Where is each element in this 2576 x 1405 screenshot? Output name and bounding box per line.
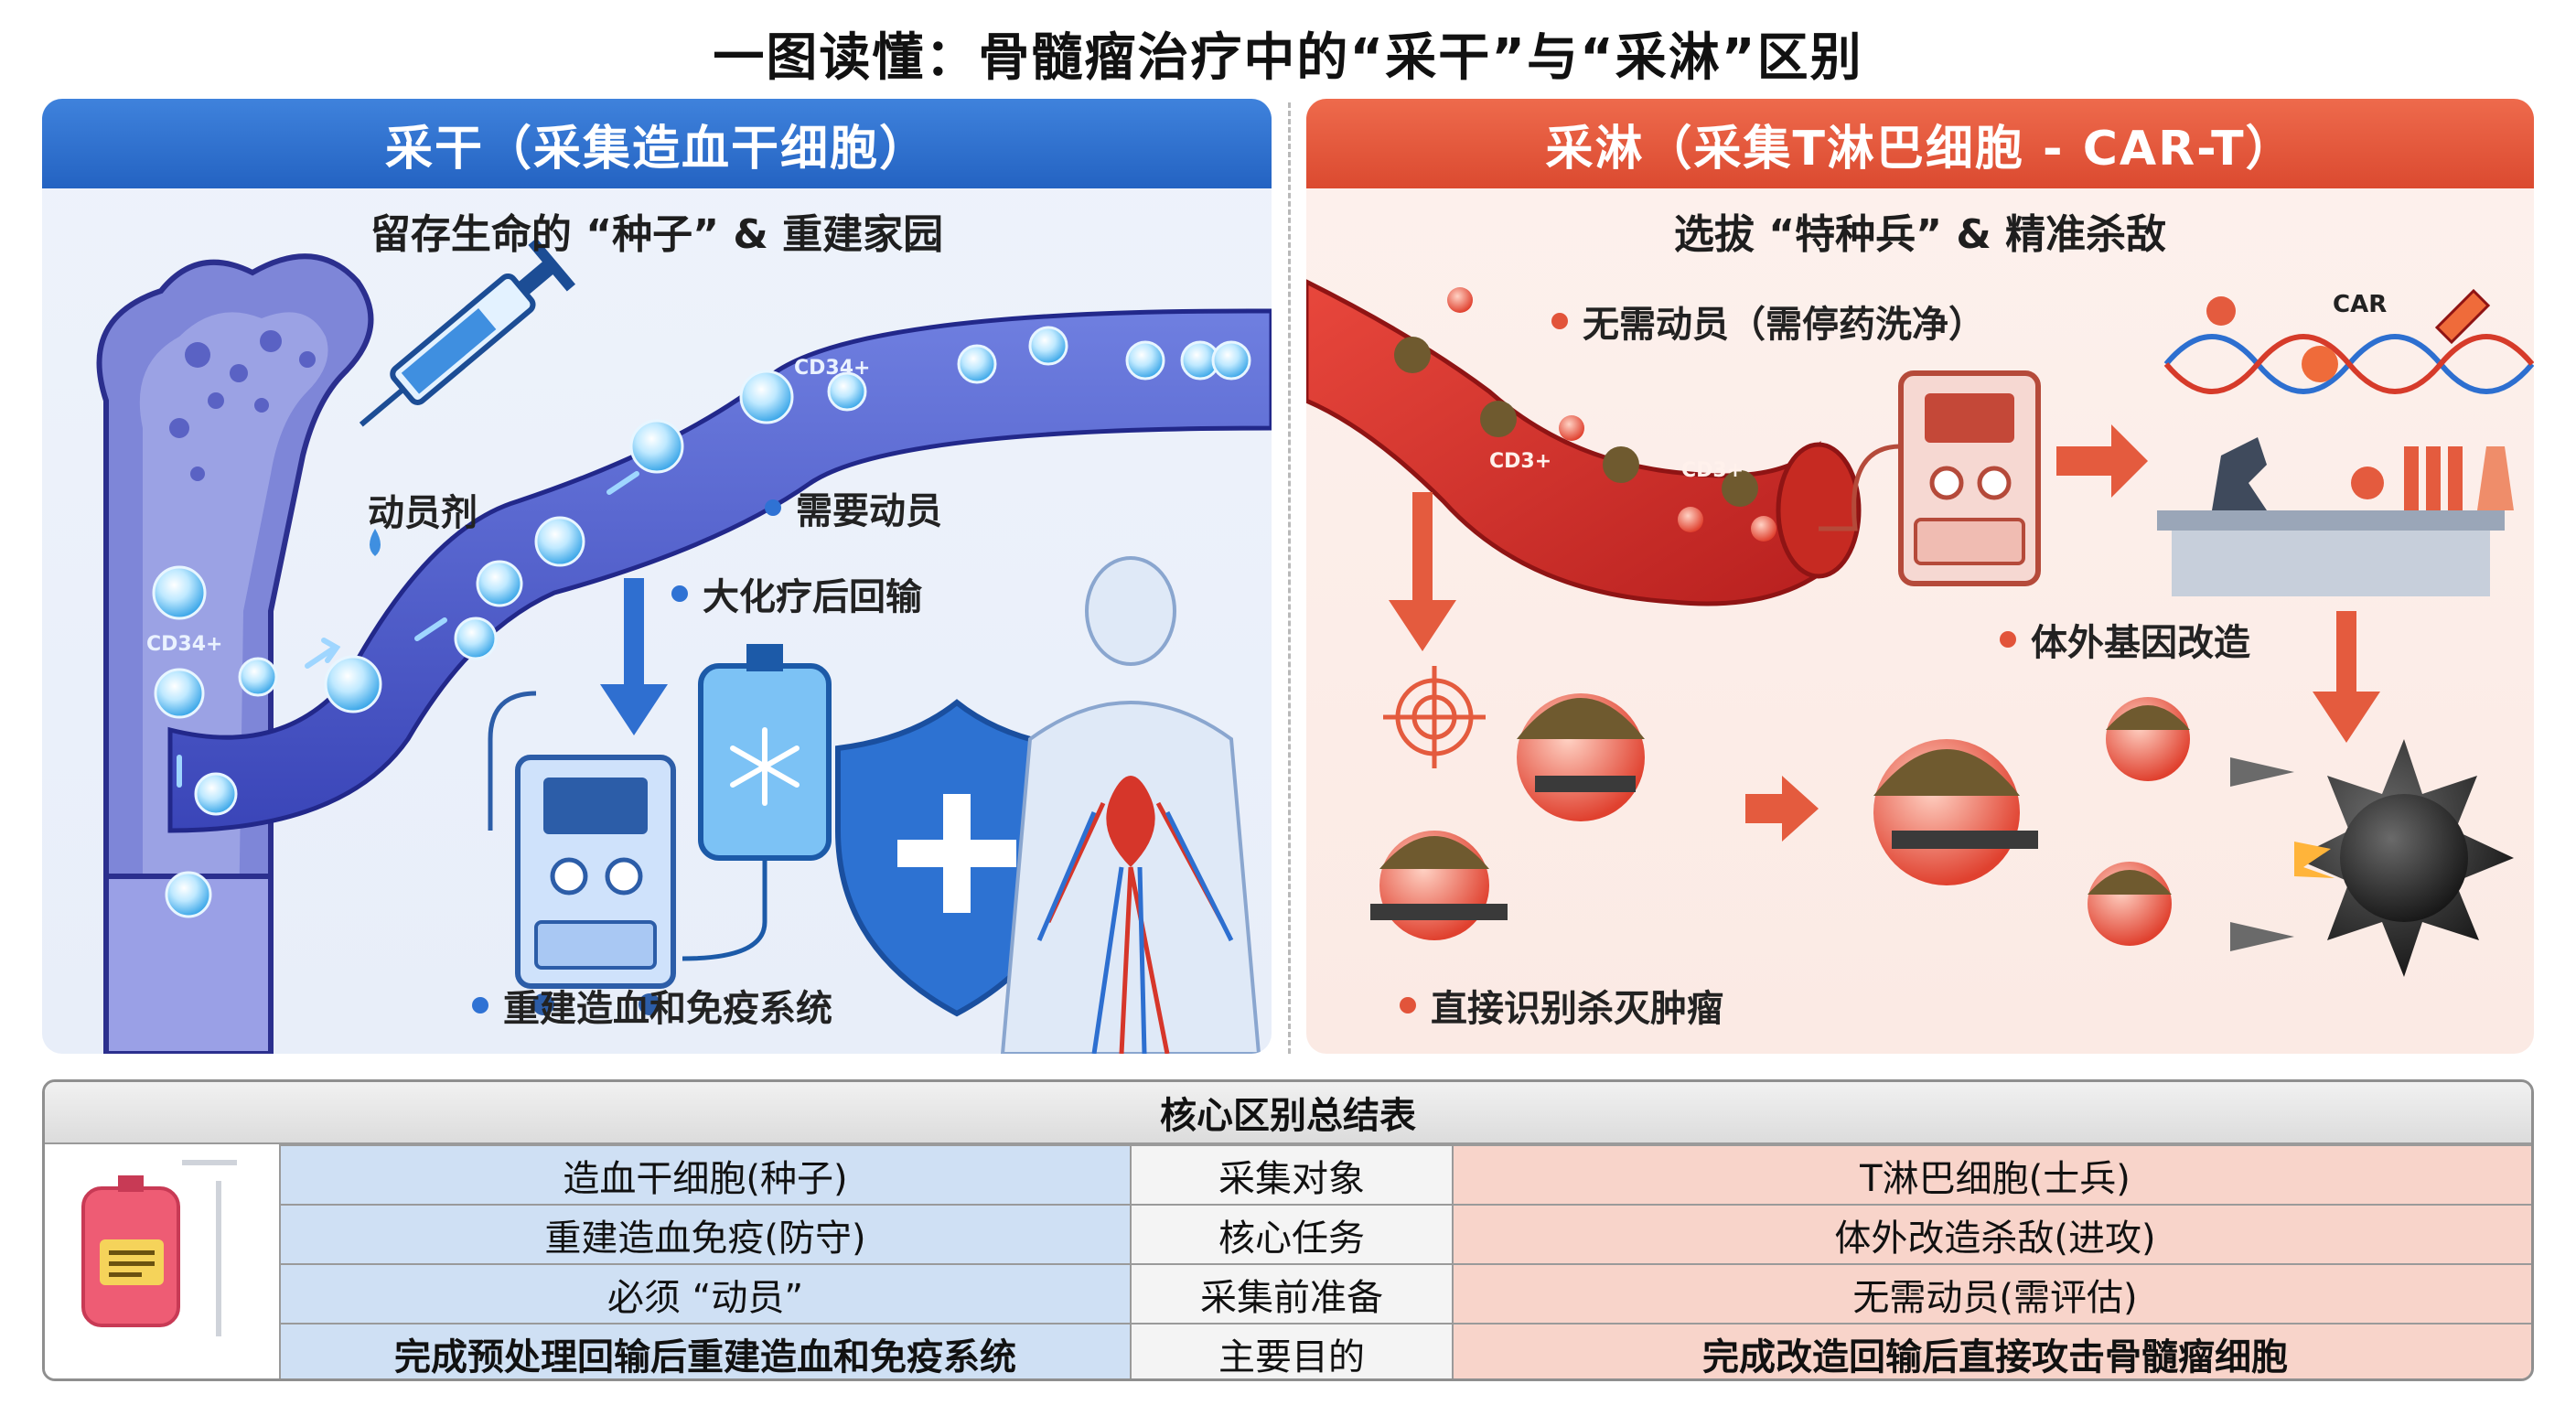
mobilizer-label: 动员剂 [368, 492, 478, 534]
cd34-tag: CD34+ [146, 633, 223, 656]
table-cell-stem: 重建造血免疫(防守) [279, 1204, 1132, 1265]
cd3-tag: CD3+ [1681, 459, 1744, 482]
car-tag: CAR [2333, 291, 2388, 318]
dna-icon [2163, 334, 2534, 394]
right-arrow-icon [2056, 424, 2148, 498]
summary-grid: 造血干细胞(种子) 采集对象 T淋巴细胞(士兵) 重建造血免疫(防守) 核心任务… [279, 1144, 2531, 1378]
table-cell-cart: 无需动员(需评估) [1452, 1263, 2531, 1325]
cd3-tag: CD3+ [1489, 450, 1552, 473]
stem-cell-panel: 采干（采集造血干细胞） 留存生命的 “种子” & 重建家园 动员剂 需要动员 大… [42, 99, 1272, 1054]
car-t-panel: 采淋（采集T淋巴细胞 - CAR-T） 选拔 “特种兵” & 精准杀敌 无需动员… [1306, 99, 2534, 1054]
soldier-t-cell-icon [1370, 693, 1645, 940]
no-mobilization-label: 无需动员（需停药洗净） [1551, 295, 1985, 348]
syringe-icon [359, 238, 575, 427]
car-t-subtitle: 选拔 “特种兵” & 精准杀敌 [1673, 211, 2167, 258]
bullet-icon [2000, 631, 2016, 648]
lab-bench-icon [2157, 437, 2514, 596]
virus-icon [2206, 296, 2384, 499]
bullet-icon [1551, 313, 1568, 329]
frozen-bag-icon [682, 644, 832, 961]
cd34-tag: CD34+ [794, 357, 871, 380]
table-cell-category: 核心任务 [1130, 1204, 1454, 1265]
stem-cell-group [152, 326, 1251, 918]
car-t-illustration [1306, 279, 2534, 977]
need-mobilization-label: 需要动员 [765, 481, 942, 534]
stem-cell-header: 采干（采集造血干细胞） [42, 99, 1272, 188]
panel-divider [1288, 102, 1291, 1054]
target-icon [1383, 666, 1486, 768]
table-cell-stem: 完成预处理回输后重建造血和免疫系统 [279, 1323, 1132, 1378]
table-icon-cell [45, 1144, 279, 1378]
bullet-icon [472, 997, 488, 1014]
table-cell-cart: 体外改造杀敌(进攻) [1452, 1204, 2531, 1265]
table-row: 完成预处理回输后重建造血和免疫系统 主要目的 完成改造回输后直接攻击骨髓瘤细胞 [279, 1323, 2531, 1378]
table-cell-category: 主要目的 [1130, 1323, 1454, 1378]
table-cell-category: 采集前准备 [1130, 1263, 1454, 1325]
car-t-header: 采淋（采集T淋巴细胞 - CAR-T） [1306, 99, 2534, 188]
summary-table: 核心区别总结表 造血干细胞(种子) 采集对象 T淋巴细胞(士兵) 重建造血免疫(… [42, 1079, 2534, 1381]
missile-icon [2230, 757, 2294, 951]
right-arrow-icon [1745, 776, 1819, 842]
scissors-icon [2434, 288, 2491, 345]
down-arrow-icon [1389, 492, 1456, 651]
table-cell-cart: T淋巴细胞(士兵) [1452, 1144, 2531, 1206]
flow-arrows [177, 471, 639, 788]
down-arrow-icon [600, 578, 668, 735]
stem-cell-illustration [96, 238, 1272, 1054]
kill-tumor-label: 直接识别杀灭肿瘤 [1400, 979, 1723, 1032]
t-cell-soldier-group [1394, 287, 1776, 542]
table-cell-stem: 造血干细胞(种子) [279, 1144, 1132, 1206]
tumor-cell-icon [2294, 739, 2514, 977]
table-row: 必须 “动员” 采集前准备 无需动员(需评估) [279, 1263, 2531, 1325]
bullet-icon [1400, 997, 1416, 1014]
main-title: 一图读懂：骨髓瘤治疗中的“采干”与“采淋”区别 [713, 28, 1863, 88]
soldier-t-cell-icon [1873, 697, 2190, 946]
apheresis-machine-icon [515, 755, 676, 1015]
down-arrow-icon [2313, 611, 2380, 743]
human-body-icon [1000, 556, 1261, 1054]
drop-icon [370, 529, 381, 556]
stem-cell-subtitle: 留存生命的 “种子” & 重建家园 [370, 211, 944, 258]
apheresis-machine-icon [1819, 370, 2041, 586]
table-cell-stem: 必须 “动员” [279, 1263, 1132, 1325]
table-row: 造血干细胞(种子) 采集对象 T淋巴细胞(士兵) [279, 1144, 2531, 1206]
tube [488, 691, 537, 831]
table-cell-cart: 完成改造回输后直接攻击骨髓瘤细胞 [1452, 1323, 2531, 1378]
bullet-icon [671, 585, 688, 602]
summary-table-title: 核心区别总结表 [45, 1082, 2531, 1144]
bullet-icon [765, 499, 781, 516]
reinfuse-label: 大化疗后回输 [671, 567, 922, 620]
table-row: 重建造血免疫(防守) 核心任务 体外改造杀敌(进攻) [279, 1204, 2531, 1265]
blood-bag-icon [81, 1160, 237, 1336]
rebuild-label: 重建造血和免疫系统 [472, 979, 832, 1032]
table-cell-category: 采集对象 [1130, 1144, 1454, 1206]
gene-modification-label: 体外基因改造 [2000, 613, 2250, 666]
